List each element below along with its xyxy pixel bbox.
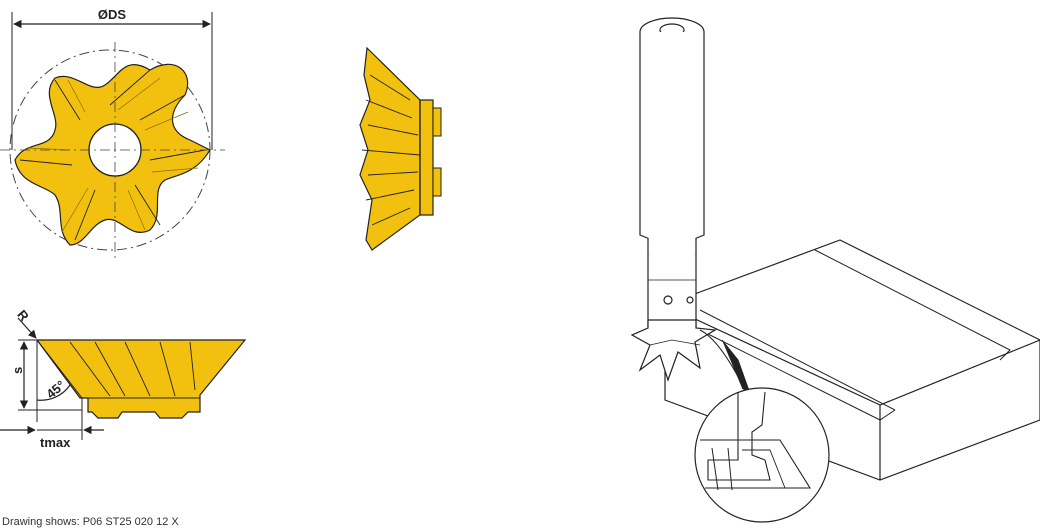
- screw-icon: [663, 295, 673, 305]
- cutter-head: [630, 319, 717, 382]
- radius-leader: [17, 317, 37, 339]
- height-label: s: [10, 367, 25, 374]
- detail-magnifier: [694, 387, 830, 523]
- detail-groove: [700, 439, 811, 489]
- cone-hub: [419, 99, 434, 216]
- radius-label: R: [14, 307, 32, 324]
- diameter-label: ØDS: [98, 7, 127, 22]
- angle-arc: [36, 384, 71, 401]
- insert-top-view: ØDS: [0, 7, 225, 260]
- detail-tool-profile: [707, 391, 771, 481]
- profile-insert-body: [35, 339, 247, 419]
- insert-side-view: [359, 46, 442, 251]
- star-facets-secondary: [27, 77, 199, 233]
- profile-facets: [69, 341, 196, 397]
- insert-front-view: R s 45° tmax: [0, 307, 247, 450]
- screw-icon-2: [686, 296, 694, 304]
- tmax-label: tmax: [40, 435, 71, 450]
- shank-body: [639, 32, 705, 244]
- drawing-caption: Drawing shows: P06 ST25 020 12 X: [2, 516, 179, 528]
- star-facets: [19, 69, 206, 241]
- workpiece-groove: [699, 249, 1011, 411]
- cone-insert-body: [359, 46, 421, 251]
- cone-key-upper: [432, 107, 442, 137]
- cone-key-lower: [432, 167, 442, 197]
- angle-label: 45°: [43, 377, 68, 401]
- tool-assembly-view: [630, 17, 1040, 523]
- cone-facets: [361, 74, 421, 226]
